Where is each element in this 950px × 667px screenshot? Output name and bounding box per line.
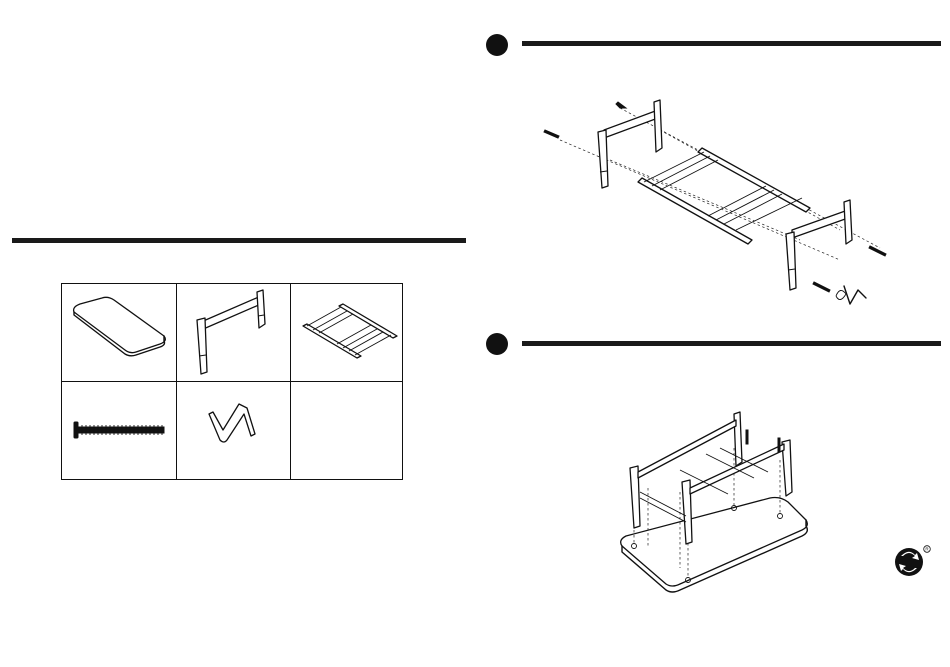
part-leg-frame (177, 284, 290, 381)
step-1-marker (486, 34, 508, 56)
part-shelf-frame (291, 284, 404, 381)
part-allen-key (177, 382, 290, 480)
step-2-rule (522, 341, 941, 346)
part-table-top (62, 284, 176, 381)
step-1-illustration (540, 90, 920, 330)
parts-grid (61, 283, 403, 480)
parts-section-rule (12, 238, 466, 243)
step-2-illustration (610, 408, 820, 598)
allen-key-icon (177, 382, 290, 480)
step-1-rule (522, 41, 941, 46)
leg-frame-icon (177, 284, 290, 381)
part-empty-cell (291, 382, 404, 480)
bolt-icon (62, 382, 176, 480)
part-bolt (62, 382, 176, 480)
step-2-marker (486, 333, 508, 355)
registered-mark-icon: R (923, 545, 931, 553)
table-top-icon (62, 284, 176, 381)
svg-text:R: R (925, 547, 929, 552)
shelf-frame-icon (291, 284, 404, 381)
